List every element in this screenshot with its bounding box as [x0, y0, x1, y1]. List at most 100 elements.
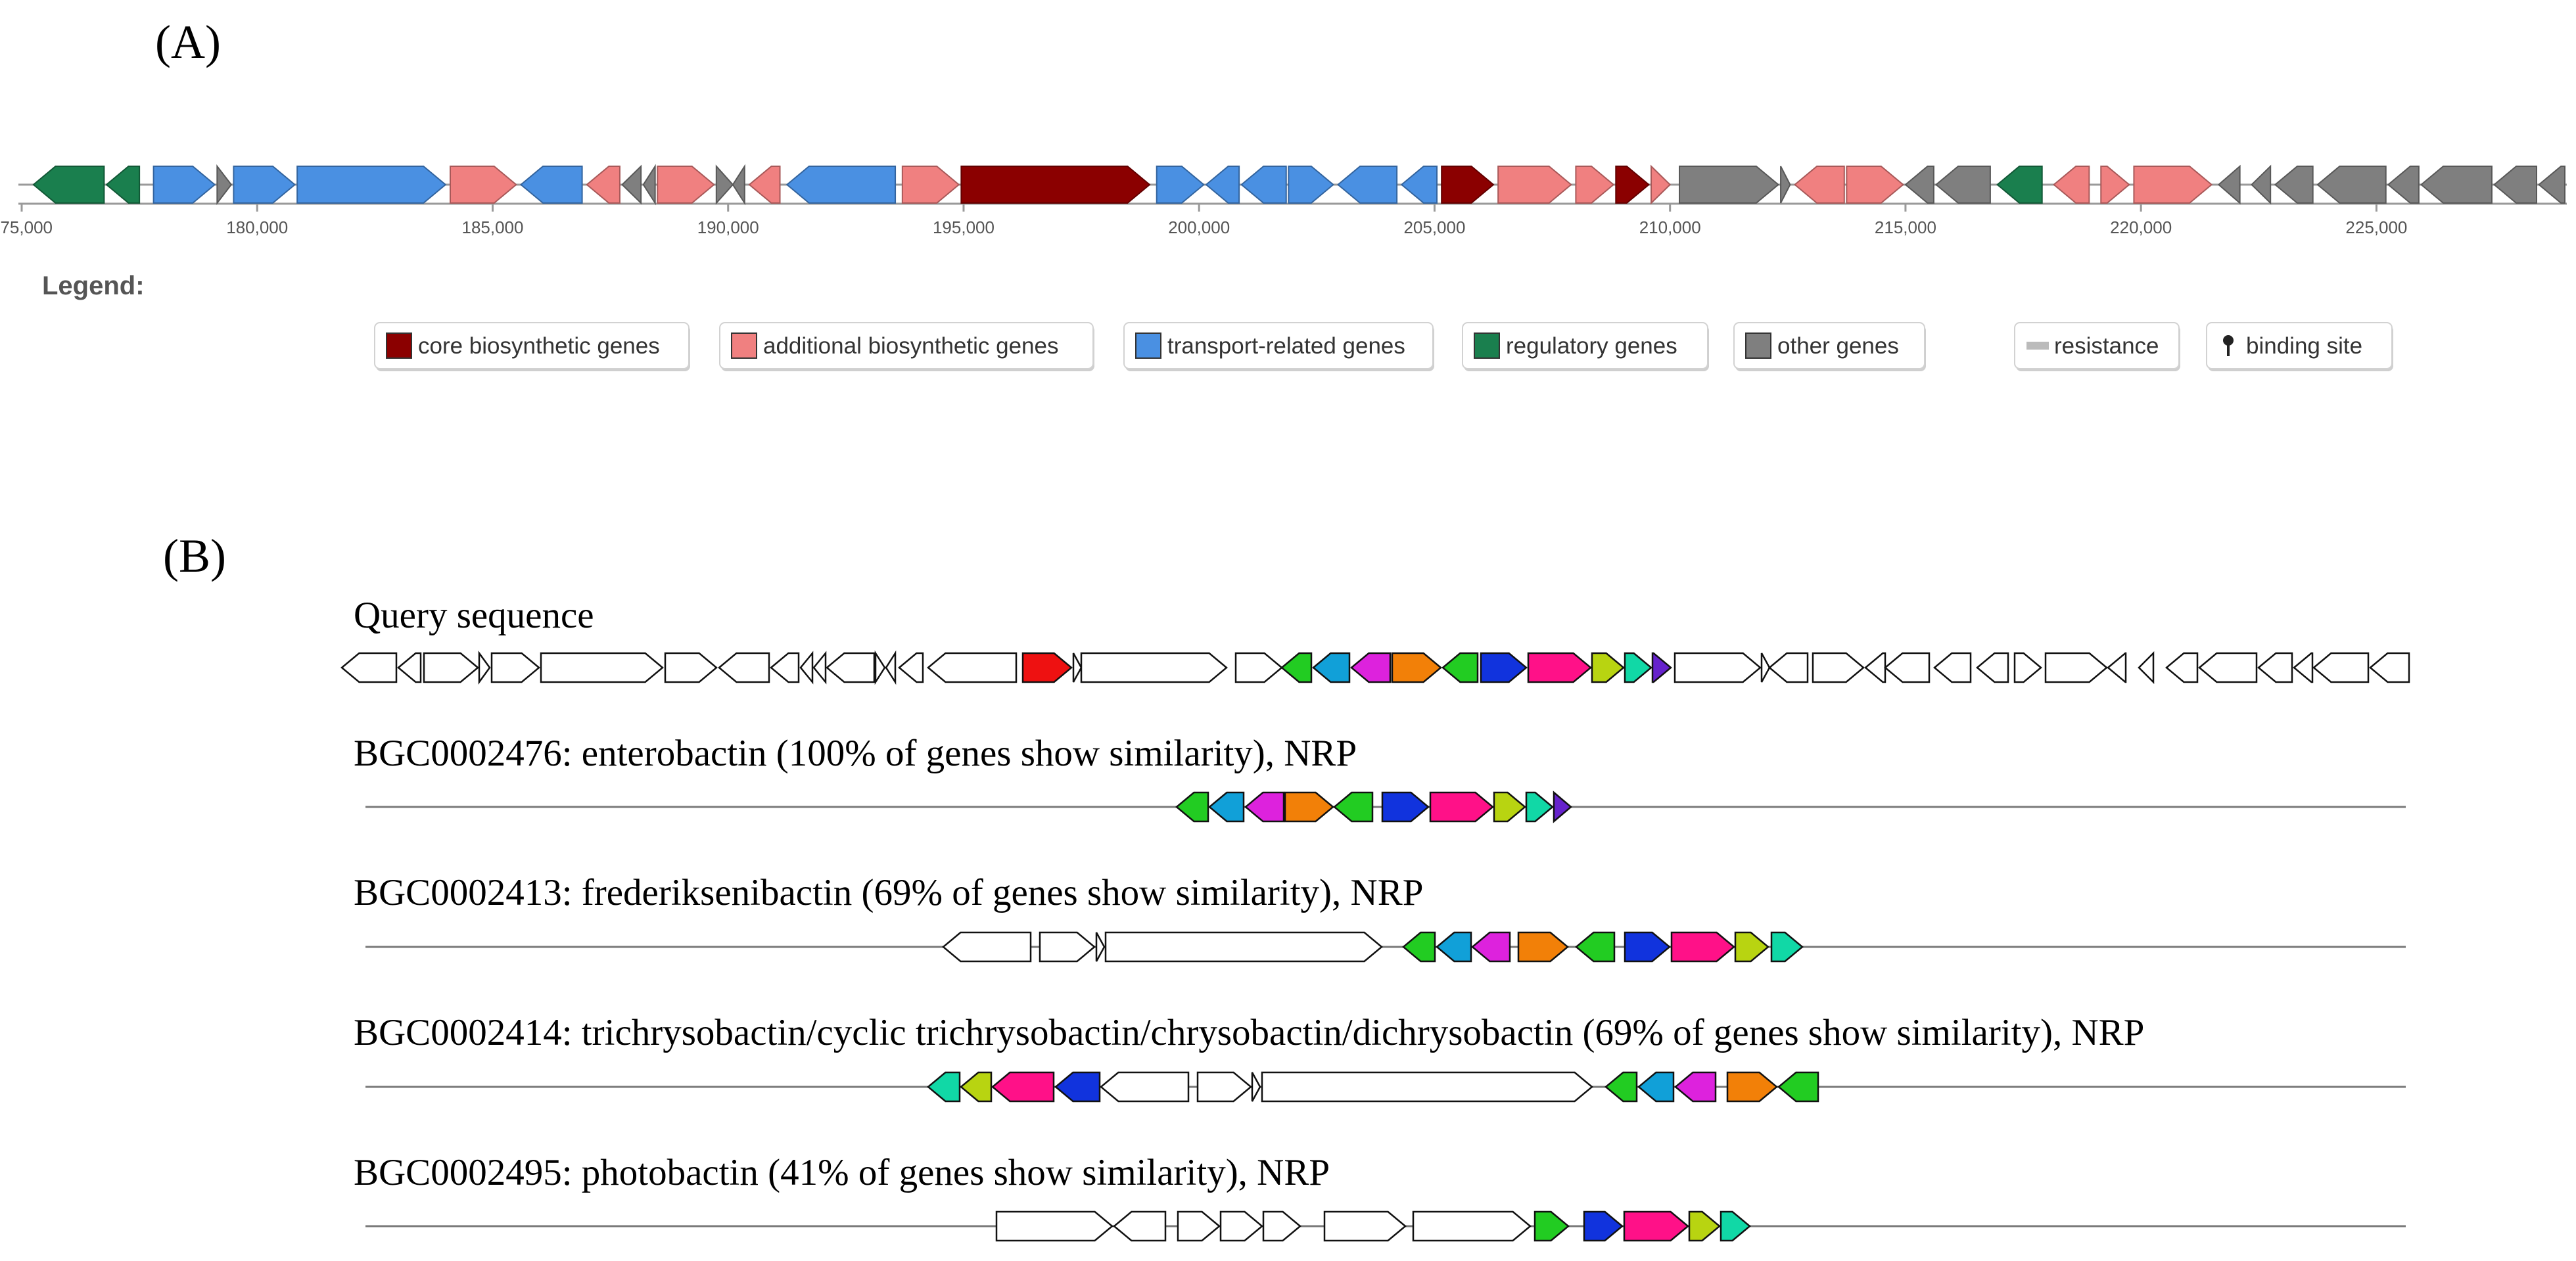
legend-item-transport[interactable]: transport-related genes: [1123, 322, 1434, 371]
cluster-gene-arrow[interactable]: [1517, 931, 1569, 963]
gene-arrow-other[interactable]: [621, 164, 642, 205]
cluster-gene-arrow[interactable]: [1768, 652, 1809, 683]
cluster-gene-arrow[interactable]: [2165, 652, 2199, 683]
gene-arrow-regulatory[interactable]: [1996, 166, 2043, 204]
cluster-gene-arrow[interactable]: [1391, 652, 1442, 683]
cluster-gene-arrow[interactable]: [2044, 652, 2108, 683]
gene-arrow-other[interactable]: [1679, 166, 1780, 204]
cluster-gene-arrow[interactable]: [1196, 1071, 1252, 1103]
cluster-gene-arrow[interactable]: [2293, 652, 2314, 683]
cluster-gene-arrow[interactable]: [1402, 931, 1436, 963]
cluster-gene-arrow[interactable]: [995, 1210, 1113, 1242]
cluster-gene-arrow[interactable]: [1770, 931, 1804, 963]
cluster-gene-arrow[interactable]: [1234, 652, 1283, 683]
gene-arrow-other[interactable]: [715, 164, 734, 205]
cluster-gene-arrow[interactable]: [2138, 651, 2155, 685]
cluster-gene-arrow[interactable]: [2013, 652, 2042, 683]
cluster-gene-arrow[interactable]: [991, 1071, 1055, 1103]
gene-arrow-transport[interactable]: [785, 166, 897, 204]
cluster-gene-arrow[interactable]: [1864, 652, 1886, 683]
cluster-gene-arrow[interactable]: [2312, 652, 2370, 683]
cluster-gene-arrow[interactable]: [960, 1071, 993, 1103]
cluster-gene-arrow[interactable]: [898, 652, 924, 683]
legend-item-binding[interactable]: binding site: [2206, 322, 2393, 371]
cluster-gene-arrow[interactable]: [1080, 652, 1228, 683]
gene-arrow-core[interactable]: [1441, 166, 1495, 204]
cluster-gene-arrow[interactable]: [812, 651, 827, 685]
gene-arrow-other[interactable]: [2251, 164, 2272, 205]
cluster-gene-arrow[interactable]: [1436, 931, 1472, 963]
cluster-gene-arrow[interactable]: [1674, 652, 1762, 683]
gene-arrow-other[interactable]: [2493, 166, 2538, 204]
cluster-gene-arrow[interactable]: [1527, 652, 1592, 683]
gene-arrow-transport[interactable]: [1337, 166, 1398, 204]
legend-item-core[interactable]: core biosynthetic genes: [374, 322, 690, 371]
gene-arrow-other[interactable]: [1904, 166, 1934, 204]
cluster-gene-arrow[interactable]: [1637, 1071, 1675, 1103]
cluster-gene-arrow[interactable]: [1933, 652, 1972, 683]
cluster-gene-arrow[interactable]: [1777, 1071, 1819, 1103]
gene-arrow-other[interactable]: [2217, 164, 2241, 205]
cluster-gene-arrow[interactable]: [1583, 1210, 1624, 1242]
gene-arrow-other[interactable]: [1780, 166, 1791, 204]
cluster-gene-arrow[interactable]: [1100, 1071, 1190, 1103]
cluster-gene-arrow[interactable]: [1623, 1210, 1689, 1242]
cluster-gene-arrow[interactable]: [664, 652, 718, 683]
gene-arrow-additional[interactable]: [657, 166, 715, 204]
cluster-gene-arrow[interactable]: [1113, 1210, 1167, 1242]
cluster-gene-arrow[interactable]: [478, 651, 491, 685]
cluster-gene-arrow[interactable]: [1350, 652, 1392, 683]
cluster-gene-arrow[interactable]: [874, 650, 886, 685]
cluster-gene-arrow[interactable]: [1323, 1210, 1407, 1242]
cluster-gene-arrow[interactable]: [1177, 1210, 1221, 1242]
cluster-gene-arrow[interactable]: [942, 931, 1032, 963]
gene-arrow-additional[interactable]: [1651, 164, 1672, 205]
cluster-gene-arrow[interactable]: [1262, 1210, 1301, 1242]
cluster-gene-arrow[interactable]: [1534, 1210, 1570, 1242]
cluster-gene-arrow[interactable]: [1604, 1071, 1638, 1103]
cluster-gene-arrow[interactable]: [1591, 652, 1625, 683]
gene-arrow-other[interactable]: [1934, 166, 1991, 204]
gene-arrow-other[interactable]: [642, 164, 656, 206]
gene-arrow-other[interactable]: [2274, 166, 2314, 204]
legend-item-other[interactable]: other genes: [1733, 322, 1926, 371]
gene-arrow-transport[interactable]: [519, 166, 583, 204]
gene-arrow-regulatory[interactable]: [105, 166, 141, 204]
cluster-gene-arrow[interactable]: [2369, 652, 2410, 683]
cluster-gene-arrow[interactable]: [1104, 931, 1383, 963]
cluster-gene-arrow[interactable]: [1674, 1071, 1717, 1103]
cluster-gene-arrow[interactable]: [927, 1071, 961, 1103]
cluster-gene-arrow[interactable]: [423, 652, 479, 683]
gene-arrow-other[interactable]: [216, 164, 233, 205]
gene-arrow-additional[interactable]: [1846, 166, 1904, 204]
gene-arrow-transport[interactable]: [296, 166, 447, 204]
cluster-gene-arrow[interactable]: [1381, 791, 1430, 823]
cluster-gene-arrow[interactable]: [1734, 931, 1769, 963]
cluster-gene-arrow[interactable]: [490, 652, 540, 683]
cluster-gene-arrow[interactable]: [1412, 1210, 1532, 1242]
gene-arrow-transport[interactable]: [1288, 166, 1334, 204]
gene-arrow-core[interactable]: [960, 166, 1151, 204]
cluster-gene-arrow[interactable]: [1651, 652, 1672, 683]
cluster-gene-arrow[interactable]: [1812, 652, 1865, 683]
cluster-gene-arrow[interactable]: [1429, 791, 1494, 823]
cluster-gene-arrow[interactable]: [1251, 1072, 1261, 1102]
gene-arrow-transport[interactable]: [1240, 166, 1287, 204]
gene-arrow-transport[interactable]: [1400, 166, 1438, 204]
gene-arrow-additional[interactable]: [2053, 166, 2090, 204]
gene-arrow-other[interactable]: [2420, 166, 2493, 204]
cluster-gene-arrow[interactable]: [2107, 652, 2127, 683]
gene-arrow-additional[interactable]: [901, 166, 960, 204]
cluster-gene-arrow[interactable]: [340, 652, 398, 683]
cluster-gene-arrow[interactable]: [1333, 791, 1374, 823]
cluster-gene-arrow[interactable]: [1884, 652, 1931, 683]
gene-arrow-transport[interactable]: [1205, 166, 1240, 204]
cluster-gene-arrow[interactable]: [1208, 791, 1245, 823]
gene-arrow-other[interactable]: [2538, 166, 2565, 204]
cluster-gene-arrow[interactable]: [1284, 791, 1334, 823]
gene-arrow-additional[interactable]: [449, 166, 517, 204]
cluster-gene-arrow[interactable]: [1720, 1210, 1751, 1242]
cluster-gene-arrow[interactable]: [1493, 791, 1526, 823]
cluster-gene-arrow[interactable]: [2198, 652, 2258, 683]
gene-arrow-transport[interactable]: [1156, 166, 1205, 204]
